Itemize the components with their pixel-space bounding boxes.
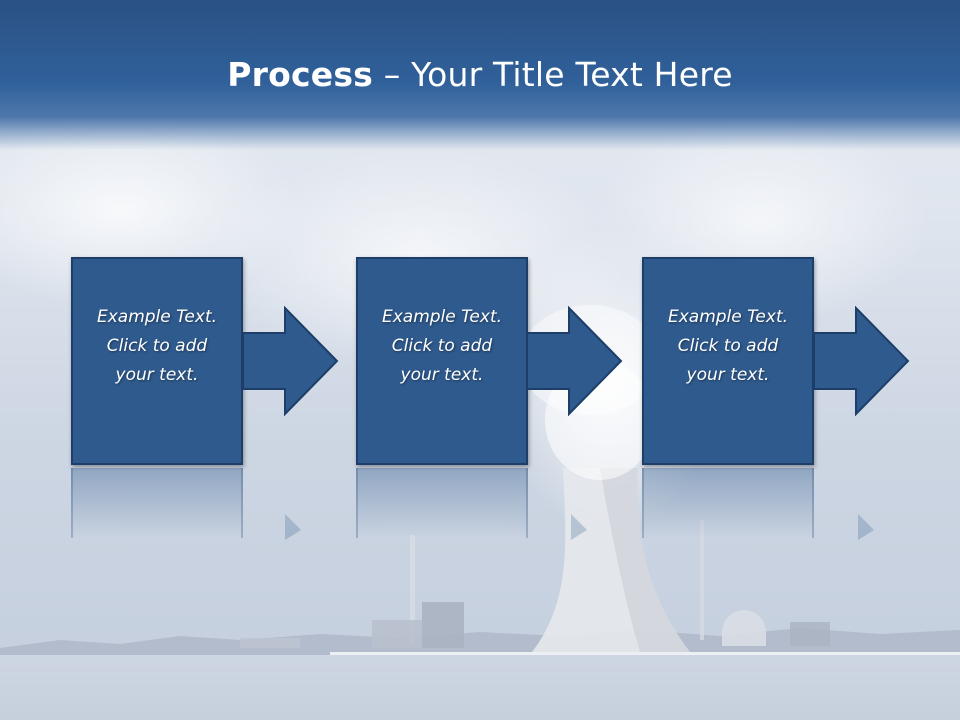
step-3-reflection xyxy=(642,468,814,538)
arrow-right-icon xyxy=(243,306,339,416)
arrow-reflection-2 xyxy=(571,514,587,540)
title-rest: – Your Title Text Here xyxy=(373,55,733,94)
water xyxy=(0,655,960,720)
arrow-reflection-1 xyxy=(285,514,301,540)
step-3-text: Example Text. Click to add your text. xyxy=(653,303,803,390)
step-2-line-3: your text. xyxy=(400,364,484,385)
arrow-reflection-3 xyxy=(858,514,874,540)
process-step-1[interactable]: Example Text. Click to add your text. xyxy=(71,257,243,465)
step-2-reflection xyxy=(356,468,528,538)
step-2-line-1: Example Text. xyxy=(381,306,503,327)
step-1-line-2: Click to add xyxy=(106,335,208,356)
step-3-line-2: Click to add xyxy=(677,335,779,356)
slide-title[interactable]: Process – Your Title Text Here xyxy=(0,52,960,98)
title-bold: Process xyxy=(227,55,374,94)
process-step-2[interactable]: Example Text. Click to add your text. xyxy=(356,257,528,465)
step-3-line-1: Example Text. xyxy=(667,306,789,327)
step-2-text: Example Text. Click to add your text. xyxy=(367,303,517,390)
arrow-right-icon xyxy=(527,306,623,416)
step-1-line-1: Example Text. xyxy=(96,306,218,327)
step-1-reflection xyxy=(71,468,243,538)
arrow-right-icon xyxy=(814,306,910,416)
title-bar xyxy=(0,0,960,150)
process-step-3[interactable]: Example Text. Click to add your text. xyxy=(642,257,814,465)
step-3-line-3: your text. xyxy=(686,364,770,385)
step-1-text: Example Text. Click to add your text. xyxy=(82,303,232,390)
step-2-line-2: Click to add xyxy=(391,335,493,356)
step-1-line-3: your text. xyxy=(115,364,199,385)
